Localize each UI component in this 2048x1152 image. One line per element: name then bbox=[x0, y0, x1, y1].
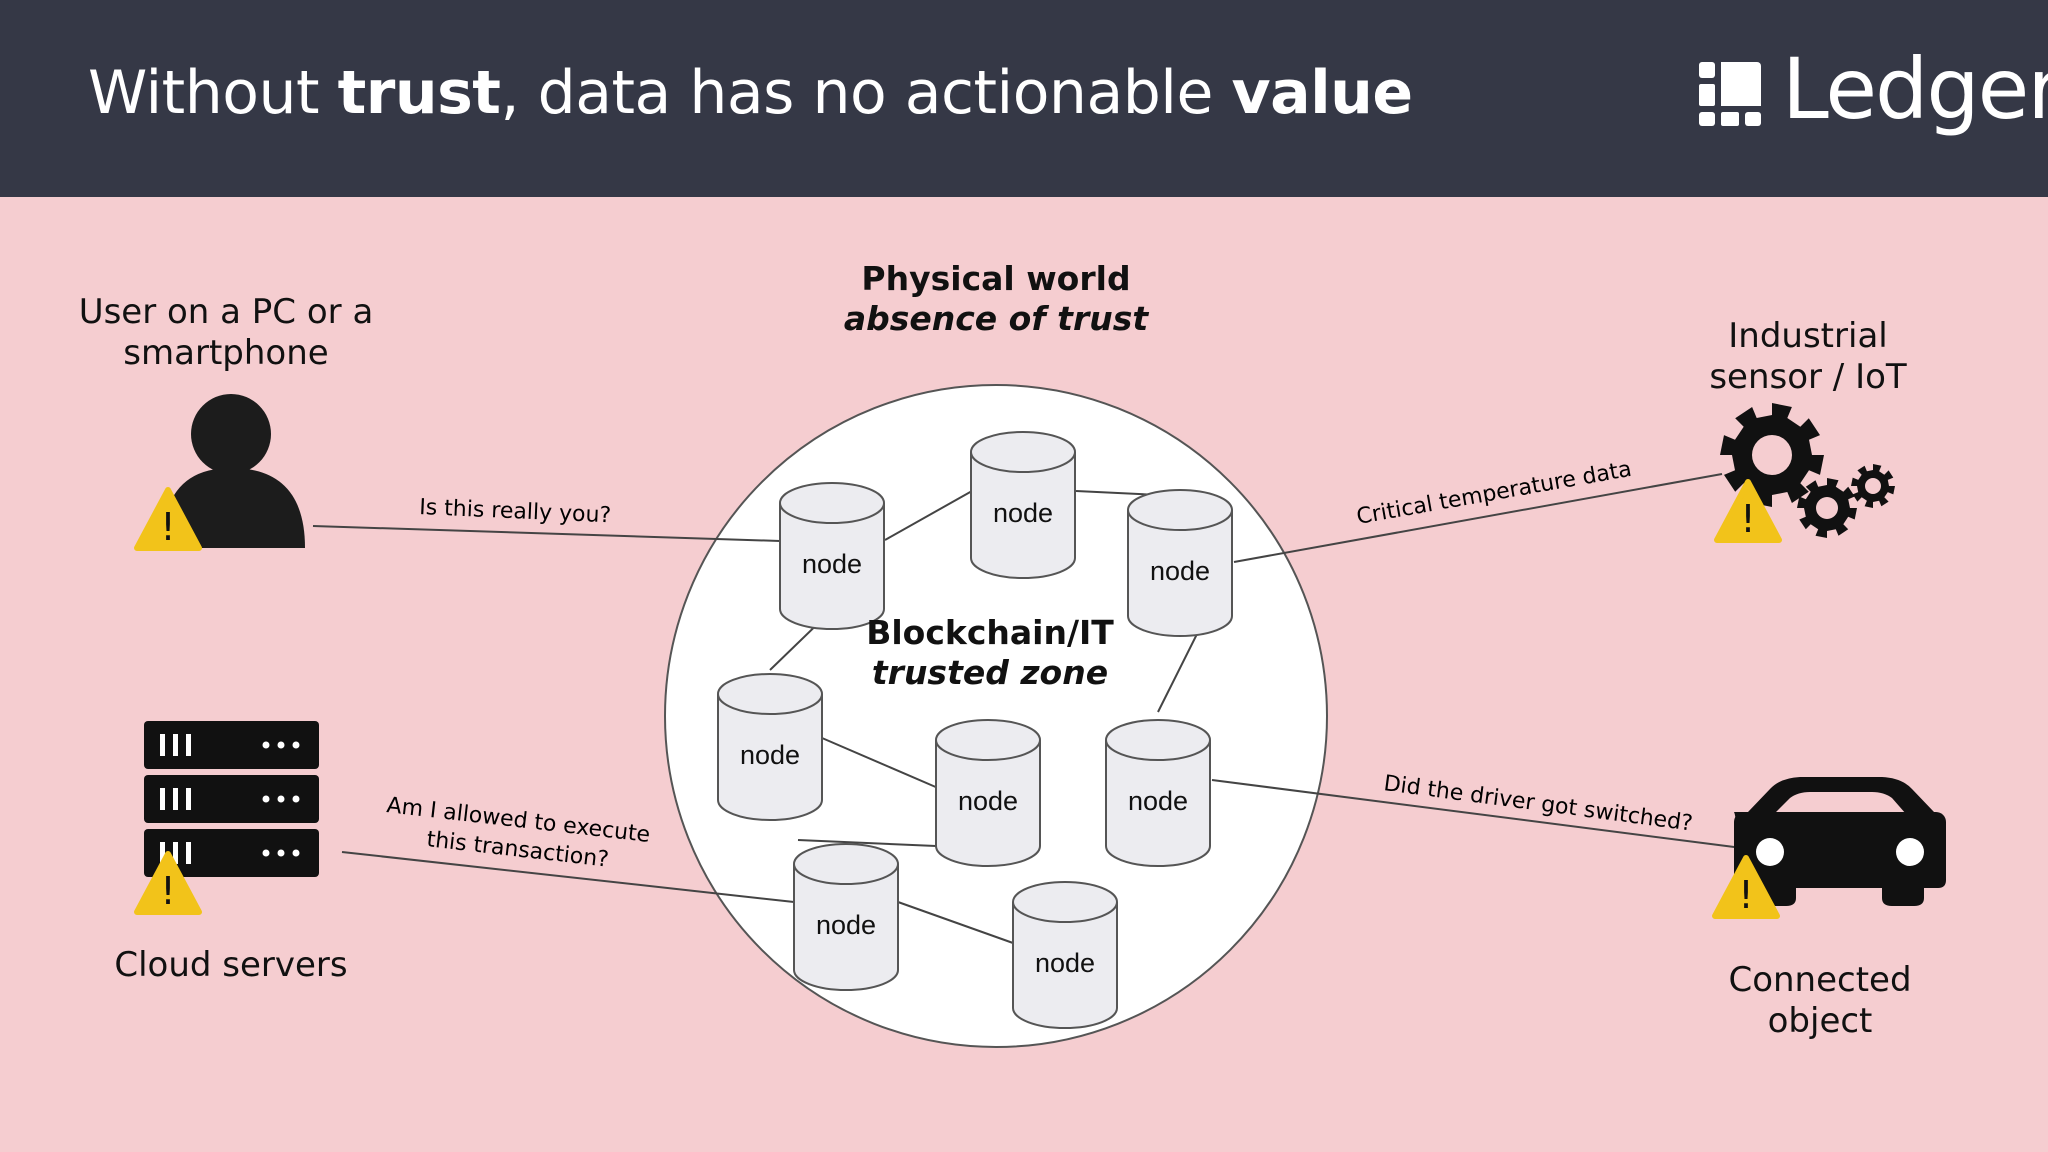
server-stack-icon bbox=[144, 721, 319, 877]
question-car: Did the driver got switched? bbox=[1382, 771, 1694, 836]
title-part: , data has no actionable bbox=[500, 58, 1232, 128]
title-part-bold: trust bbox=[337, 58, 501, 128]
node-label: node bbox=[1150, 556, 1210, 586]
blockchain-subtitle: trusted zone bbox=[872, 653, 1108, 692]
car-label-line2: object bbox=[1767, 1001, 1873, 1041]
node-label: node bbox=[1035, 948, 1095, 978]
user-label: User on a PC or a smartphone bbox=[56, 292, 396, 374]
edge-car bbox=[1211, 779, 1743, 849]
sensor-label-line1: Industrial bbox=[1728, 316, 1888, 356]
car-icon bbox=[1734, 777, 1946, 906]
database-node: node bbox=[935, 719, 1041, 867]
database-node: node bbox=[793, 843, 899, 991]
database-node: node bbox=[717, 673, 823, 821]
user-label-line1: User on a PC or a bbox=[78, 292, 374, 332]
edge-sensor bbox=[1233, 473, 1723, 563]
edge-node-1-2 bbox=[884, 490, 973, 541]
warning-symbol: ! bbox=[160, 869, 175, 913]
warning-icon: ! bbox=[134, 851, 202, 915]
header-bar: Without trust, data has no actionable va… bbox=[0, 0, 2048, 197]
blockchain-title: Blockchain/IT bbox=[866, 613, 1114, 652]
physical-world-title: Physical world bbox=[861, 259, 1130, 298]
cloud-label-line1: Cloud servers bbox=[114, 945, 348, 985]
edge-user bbox=[312, 525, 781, 542]
ledger-logo-icon bbox=[1699, 62, 1761, 126]
node-label: node bbox=[993, 498, 1053, 528]
edge-node-4-5 bbox=[821, 737, 939, 789]
node-label: node bbox=[1128, 786, 1188, 816]
node-label: node bbox=[816, 910, 876, 940]
car-label-line1: Connected bbox=[1728, 960, 1912, 1000]
warning-icon: ! bbox=[1714, 479, 1782, 543]
node-layer: node node node node node node node node bbox=[717, 431, 1233, 1029]
node-label: node bbox=[958, 786, 1018, 816]
user-label-line2: smartphone bbox=[123, 333, 329, 373]
warning-symbol: ! bbox=[1738, 873, 1753, 917]
car-label: Connected object bbox=[1650, 960, 1990, 1042]
database-node: node bbox=[1012, 881, 1118, 1029]
edge-cloud bbox=[341, 851, 795, 903]
title-part-bold: value bbox=[1231, 58, 1413, 128]
sensor-label: Industrial sensor / IoT bbox=[1638, 316, 1978, 398]
database-node: node bbox=[1127, 489, 1233, 637]
edges bbox=[312, 473, 1743, 944]
warning-symbol: ! bbox=[160, 505, 175, 549]
warning-layer: !!!! bbox=[134, 479, 1782, 919]
database-node: node bbox=[779, 482, 885, 630]
question-sensor: Critical temperature data bbox=[1355, 457, 1634, 530]
slide-title: Without trust, data has no actionable va… bbox=[88, 58, 1413, 128]
node-label: node bbox=[802, 549, 862, 579]
user-icon bbox=[162, 394, 305, 548]
edge-node-7-8 bbox=[897, 901, 1014, 944]
ledger-logo-text: Ledger bbox=[1782, 40, 2048, 138]
database-node: node bbox=[970, 431, 1076, 579]
edge-node-3-6 bbox=[1157, 627, 1201, 713]
cloud-label: Cloud servers bbox=[56, 945, 406, 986]
warning-symbol: ! bbox=[1740, 497, 1755, 541]
warning-icon: ! bbox=[1712, 855, 1780, 919]
title-part: Without bbox=[88, 58, 338, 128]
edge-node-5-7 bbox=[797, 839, 937, 847]
sensor-label-line2: sensor / IoT bbox=[1709, 357, 1907, 397]
physical-world-subtitle: absence of trust bbox=[844, 299, 1150, 338]
warning-icon: ! bbox=[134, 487, 202, 551]
database-node: node bbox=[1105, 719, 1211, 867]
question-user: Is this really you? bbox=[419, 495, 612, 528]
node-label: node bbox=[740, 740, 800, 770]
